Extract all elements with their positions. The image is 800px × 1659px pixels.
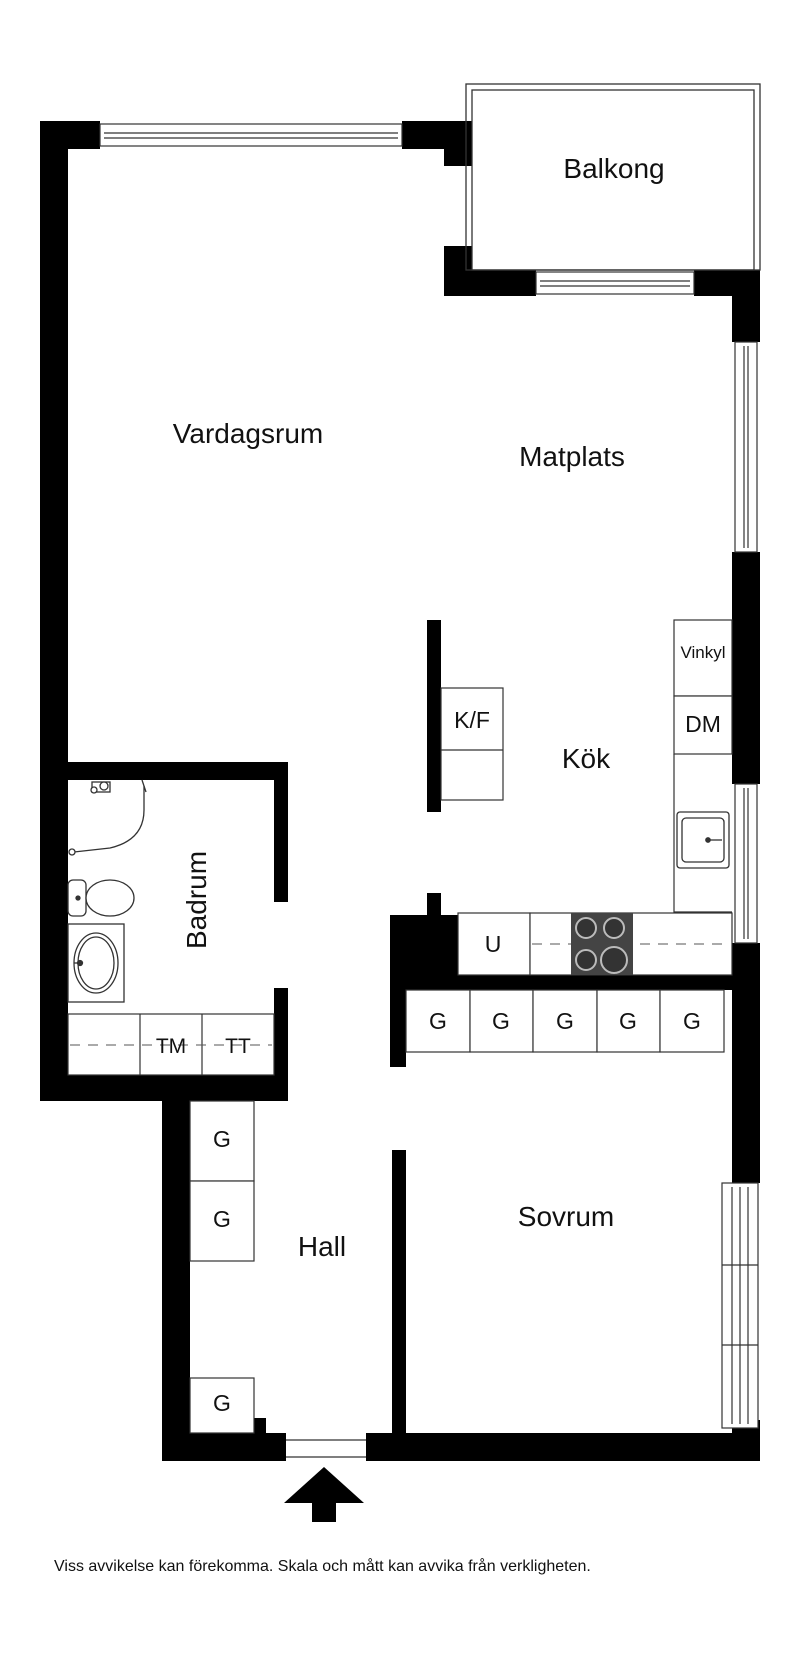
balcony	[465, 83, 761, 271]
wardrobe-4-label: G	[619, 1008, 637, 1034]
kitchen-right-counter	[673, 619, 733, 913]
room-badrum: Badrum	[181, 851, 212, 949]
window-kitchen	[734, 783, 758, 944]
walls	[40, 121, 760, 1461]
room-matplats: Matplats	[519, 441, 625, 472]
window-dining	[734, 341, 758, 553]
tumble-dryer-label: TT	[225, 1035, 251, 1058]
shower-icon	[68, 779, 147, 856]
disclaimer-text: Viss avvikelse kan förekomma. Skala och …	[54, 1558, 591, 1575]
bathroom-sink-icon	[67, 923, 125, 1003]
hall-wardrobe-3-label: G	[213, 1390, 231, 1416]
wardrobe-1-label: G	[429, 1008, 447, 1034]
bedroom-wardrobes	[405, 989, 725, 1053]
wardrobe-3-label: G	[556, 1008, 574, 1034]
room-sovrum: Sovrum	[518, 1201, 614, 1232]
washing-machine-label: TM	[156, 1035, 186, 1058]
room-hall: Hall	[298, 1231, 346, 1262]
kitchen-sink-icon	[676, 811, 730, 869]
entrance-arrow-icon	[284, 1467, 364, 1522]
entrance-door	[286, 1439, 366, 1458]
fridge-freezer	[440, 687, 504, 801]
room-balkong: Balkong	[563, 153, 664, 184]
dishwasher-label: DM	[685, 711, 721, 737]
stove-icon	[571, 913, 633, 975]
hall-wardrobes	[189, 1100, 255, 1434]
room-vardagsrum: Vardagsrum	[173, 418, 323, 449]
wardrobe-2-label: G	[492, 1008, 510, 1034]
hall-wardrobe-1-label: G	[213, 1126, 231, 1152]
fridge-freezer-label: K/F	[454, 707, 490, 733]
window-balcony-door	[535, 271, 695, 295]
toilet-icon	[67, 879, 135, 917]
wardrobe-5-label: G	[683, 1008, 701, 1034]
room-kok: Kök	[562, 743, 611, 774]
windows	[99, 123, 759, 1429]
wine-cooler-label: Vinkyl	[680, 643, 725, 662]
window-living	[99, 123, 403, 147]
oven-label: U	[485, 931, 502, 957]
hall-wardrobe-2-label: G	[213, 1206, 231, 1232]
